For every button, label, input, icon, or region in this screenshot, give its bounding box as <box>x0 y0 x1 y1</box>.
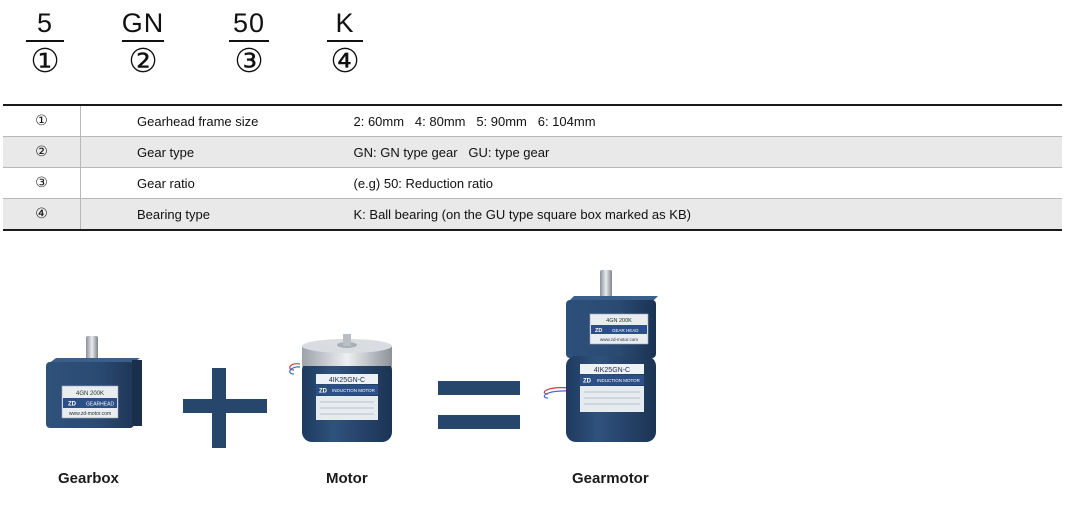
gearmotor-head-type: GEAR HEAD <box>612 328 639 333</box>
gearbox-image: 4GN 200K ZD GEARHEAD www.zd-motor.com <box>46 336 142 428</box>
row-name: Bearing type <box>80 198 351 230</box>
table-row: ④ Bearing type K: Ball bearing (on the G… <box>3 198 1062 230</box>
table-row: ② Gear type GN: GN type gear GU: type ge… <box>3 136 1062 168</box>
row-name: Gear ratio <box>80 167 351 199</box>
gearmotor-label-type: INDUCTION MOTOR <box>597 378 641 383</box>
gearbox-label-type: GEARHEAD <box>86 402 114 408</box>
code-part-value: 50 <box>232 8 266 38</box>
gearmotor-head-url: www.zd-motor.com <box>600 337 638 342</box>
code-underline <box>26 40 64 42</box>
gearbox-label-model: 4GN 200K <box>76 391 104 397</box>
spec-table: ① Gearhead frame size 2: 60mm 4: 80mm 5:… <box>3 104 1062 231</box>
gearbox-label-url: www.zd-motor.com <box>69 411 111 417</box>
gearmotor-head-model: 4GN 200K <box>606 318 632 324</box>
row-index: ② <box>3 136 81 168</box>
code-underline <box>122 40 164 42</box>
row-index: ① <box>3 105 81 137</box>
motor-label-type: INDUCTION MOTOR <box>332 388 376 393</box>
code-underline <box>327 40 363 42</box>
table-row: ① Gearhead frame size 2: 60mm 4: 80mm 5:… <box>3 105 1062 137</box>
gearmotor-head-brand: ZD <box>595 328 602 334</box>
equals-icon-top-bar <box>438 381 520 395</box>
code-part-number: ④ <box>330 41 360 80</box>
motor-label-model: 4IK25GN-C <box>329 377 365 384</box>
row-index: ④ <box>3 198 81 230</box>
code-part-number: ② <box>128 41 158 80</box>
motor-caption: Motor <box>326 470 368 487</box>
model-code-part-frame-size: 5 ① <box>15 6 75 80</box>
row-description: GN: GN type gear GU: type gear <box>350 136 1062 168</box>
motor-label-brand: ZD <box>319 389 328 395</box>
code-part-value: K <box>335 8 355 38</box>
gearbox-label-brand: ZD <box>68 402 77 408</box>
row-description: K: Ball bearing (on the GU type square b… <box>350 198 1062 230</box>
code-part-number: ① <box>30 41 60 80</box>
plus-icon-horizontal <box>183 399 267 413</box>
gearbox-caption: Gearbox <box>58 470 119 487</box>
row-name: Gearhead frame size <box>80 105 351 137</box>
gearmotor-label-model: 4IK25GN-C <box>594 367 630 374</box>
equals-icon-bottom-bar <box>438 415 520 429</box>
motor-image: 4IK25GN-C ZD INDUCTION MOTOR <box>289 334 392 442</box>
row-description: 2: 60mm 4: 80mm 5: 90mm 6: 104mm <box>350 105 1062 137</box>
code-underline <box>229 40 269 42</box>
code-part-value: GN <box>121 8 165 38</box>
row-index: ③ <box>3 167 81 199</box>
gearmotor-label-brand: ZD <box>583 379 592 385</box>
row-description: (e.g) 50: Reduction ratio <box>350 167 1062 199</box>
table-row: ③ Gear ratio (e.g) 50: Reduction ratio <box>3 167 1062 199</box>
gearmotor-caption: Gearmotor <box>572 470 649 487</box>
code-part-number: ③ <box>234 41 264 80</box>
model-code-part-bearing-type: K ④ <box>315 6 375 80</box>
model-code-part-gear-type: GN ② <box>113 6 173 80</box>
gearmotor-image: 4GN 200K ZD GEAR HEAD www.zd-motor.com 4… <box>543 270 658 442</box>
row-name: Gear type <box>80 136 351 168</box>
code-part-value: 5 <box>36 8 54 38</box>
model-code-part-gear-ratio: 50 ③ <box>219 6 279 80</box>
